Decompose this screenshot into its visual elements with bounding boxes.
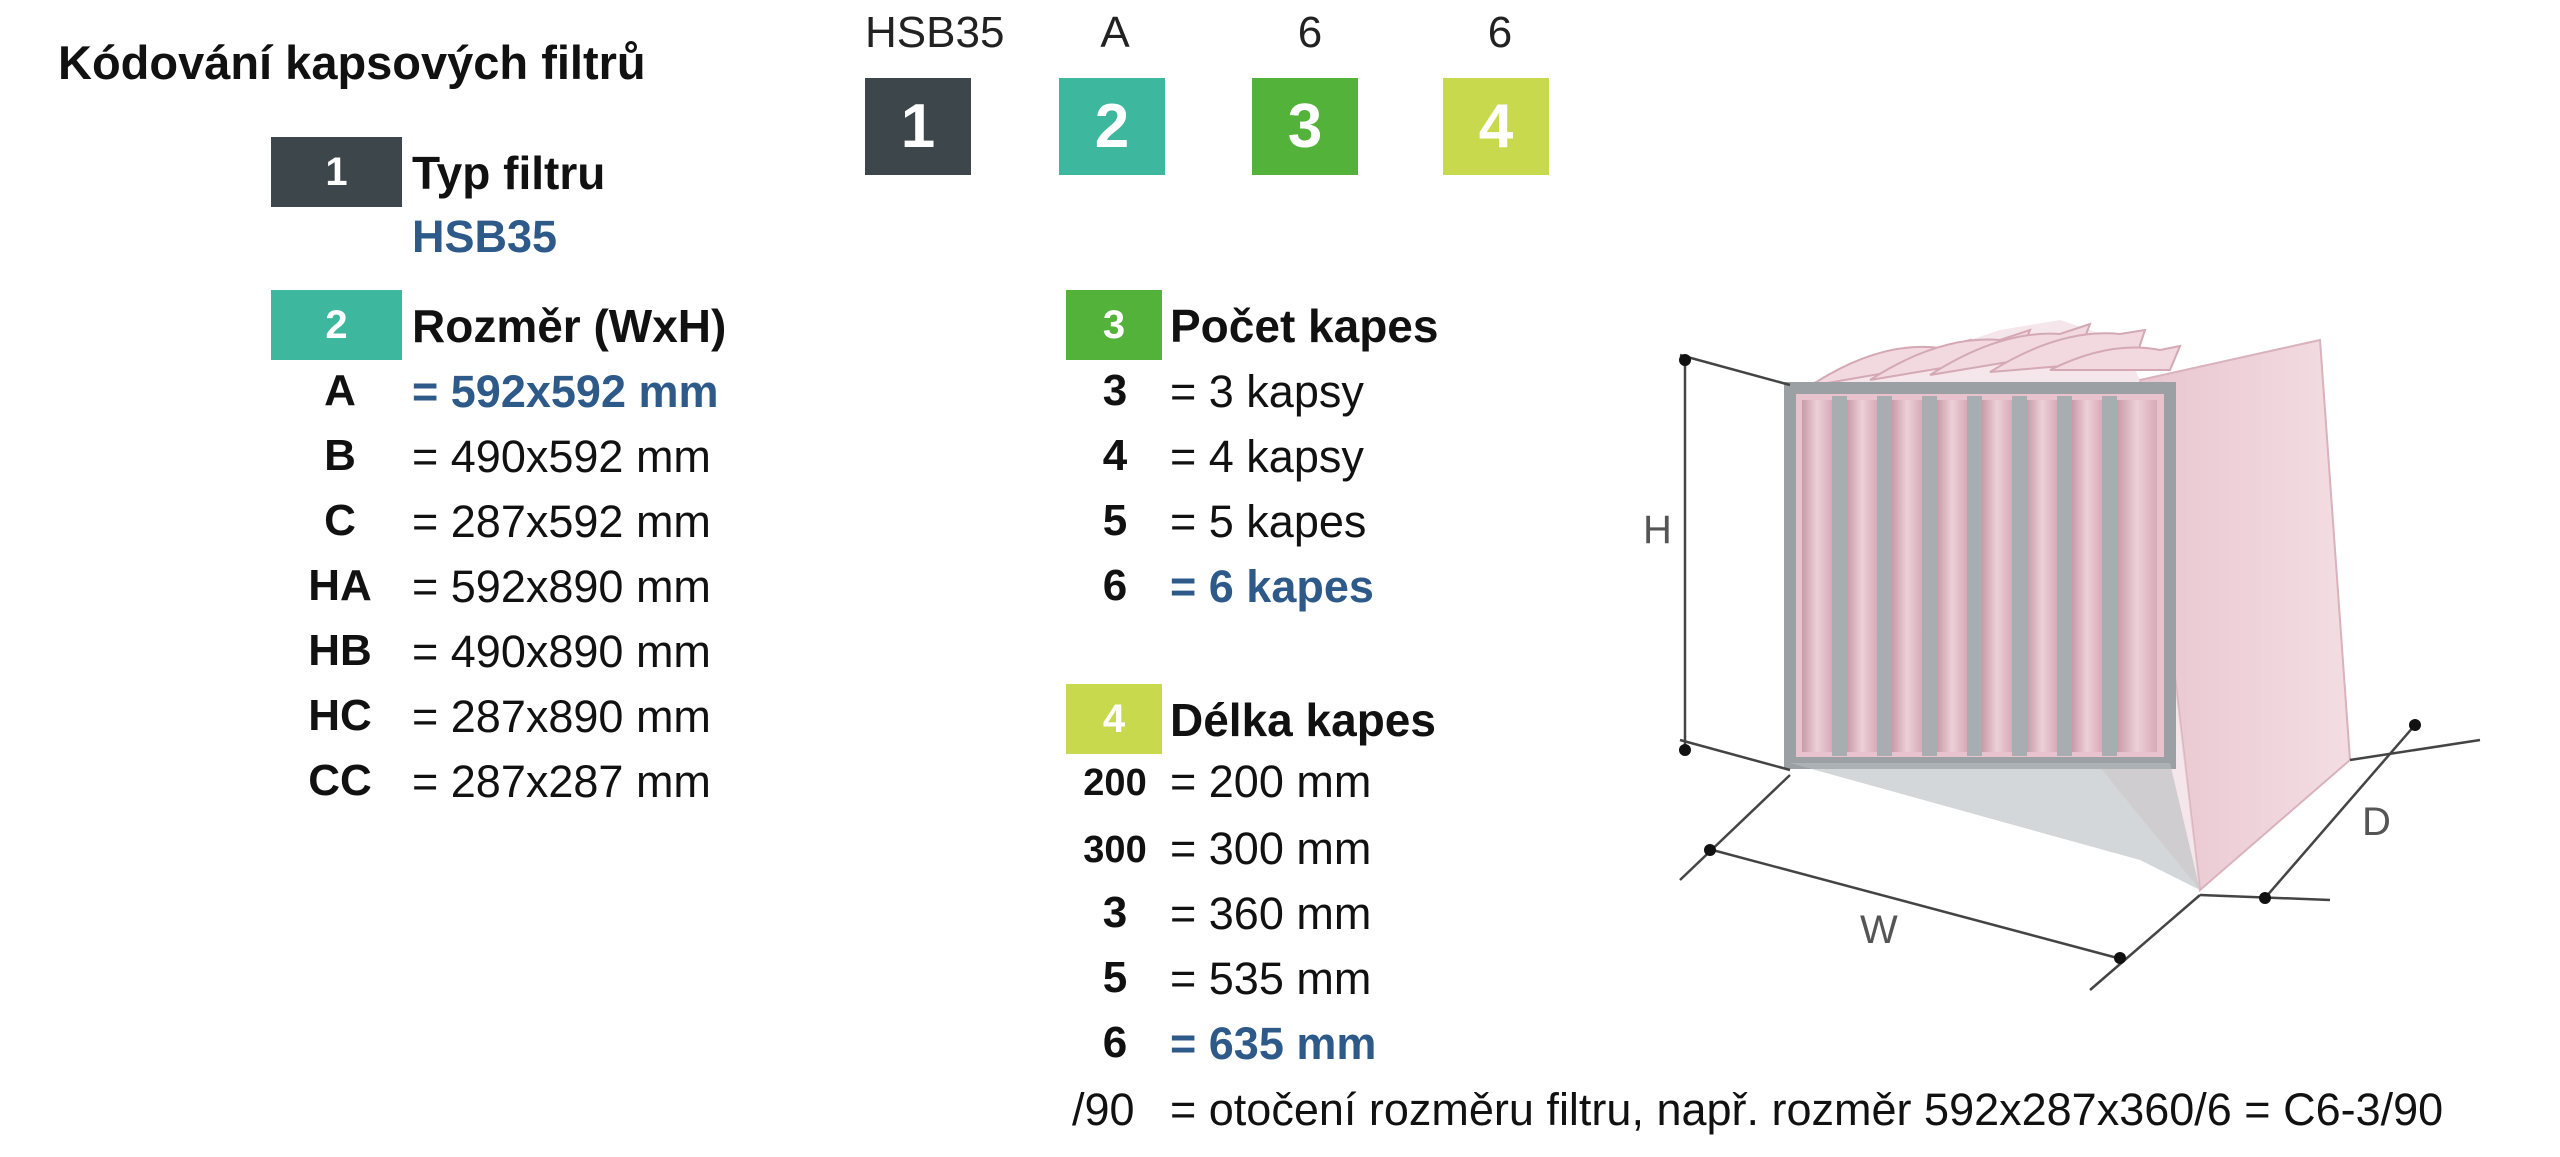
size-key: A	[324, 366, 356, 415]
dimension-depth-label: D	[2362, 800, 2391, 844]
size-value: = 592x890 mm	[412, 561, 711, 612]
pocket-length-value: = 360 mm	[1170, 888, 1372, 939]
pocket-length-key: 6	[1102, 1018, 1128, 1067]
section-1-title: Typ filtru	[412, 147, 606, 199]
size-value: = 287x890 mm	[412, 691, 711, 742]
code-label-3: 6	[1297, 8, 1323, 57]
size-key: CC	[308, 756, 372, 805]
dimension-height-label: H	[1643, 508, 1672, 552]
pocket-count-value: = 5 kapes	[1170, 496, 1367, 547]
pocket-length-value: = 535 mm	[1170, 953, 1372, 1004]
code-box-3: 3	[1252, 78, 1358, 175]
pocket-length-key: 200	[1083, 762, 1147, 804]
size-key: C	[324, 496, 356, 545]
pocket-length-value: = 635 mm	[1170, 1018, 1377, 1069]
code-box-4: 4	[1443, 78, 1549, 175]
section-4-badge: 4	[1066, 684, 1162, 754]
pocket-count-value: = 6 kapes	[1170, 561, 1374, 612]
code-box-2: 2	[1059, 78, 1165, 175]
size-key: B	[324, 431, 356, 480]
rotation-key: /90	[1072, 1084, 1135, 1135]
code-box-1: 1	[865, 78, 971, 175]
pocket-count-key: 4	[1102, 431, 1128, 480]
dimension-lines	[1679, 353, 2481, 991]
size-key: HC	[308, 691, 372, 740]
size-value: = 490x890 mm	[412, 626, 711, 677]
pocket-count-key: 6	[1102, 561, 1128, 610]
page-title: Kódování kapsových filtrů	[58, 36, 646, 89]
section-4-title: Délka kapes	[1170, 694, 1436, 746]
pocket-count-value: = 4 kapsy	[1170, 431, 1364, 482]
size-value: = 287x287 mm	[412, 756, 711, 807]
rotation-note: = otočení rozměru filtru, např. rozměr 5…	[1170, 1084, 2444, 1135]
pocket-count-key: 5	[1102, 496, 1128, 545]
pocket-count-key: 3	[1102, 366, 1128, 415]
section-1-badge: 1	[271, 137, 402, 207]
section-1-value: HSB35	[412, 211, 558, 262]
code-label-1: HSB35	[865, 8, 1005, 57]
section-2-badge: 2	[271, 290, 402, 360]
pocket-length-key: 3	[1102, 888, 1128, 937]
pocket-length-key: 5	[1102, 953, 1128, 1002]
code-label-2: A	[1100, 8, 1130, 57]
size-value: = 490x592 mm	[412, 431, 711, 482]
pocket-length-key: 300	[1083, 829, 1147, 871]
size-value: = 592x592 mm	[412, 366, 719, 417]
section-3-badge: 3	[1066, 290, 1162, 360]
size-key: HB	[308, 626, 372, 675]
pocket-length-value: = 300 mm	[1170, 823, 1372, 874]
pocket-length-value: = 200 mm	[1170, 756, 1372, 807]
code-label-4: 6	[1487, 8, 1513, 57]
section-3-title: Počet kapes	[1170, 300, 1439, 352]
dimension-width-label: W	[1860, 908, 1898, 952]
pocket-count-value: = 3 kapsy	[1170, 366, 1364, 417]
size-key: HA	[308, 561, 372, 610]
pocket-filter-diagram	[1679, 320, 2481, 991]
section-2-title: Rozměr (WxH)	[412, 300, 727, 352]
filter-body	[1784, 320, 2352, 892]
size-value: = 287x592 mm	[412, 496, 711, 547]
